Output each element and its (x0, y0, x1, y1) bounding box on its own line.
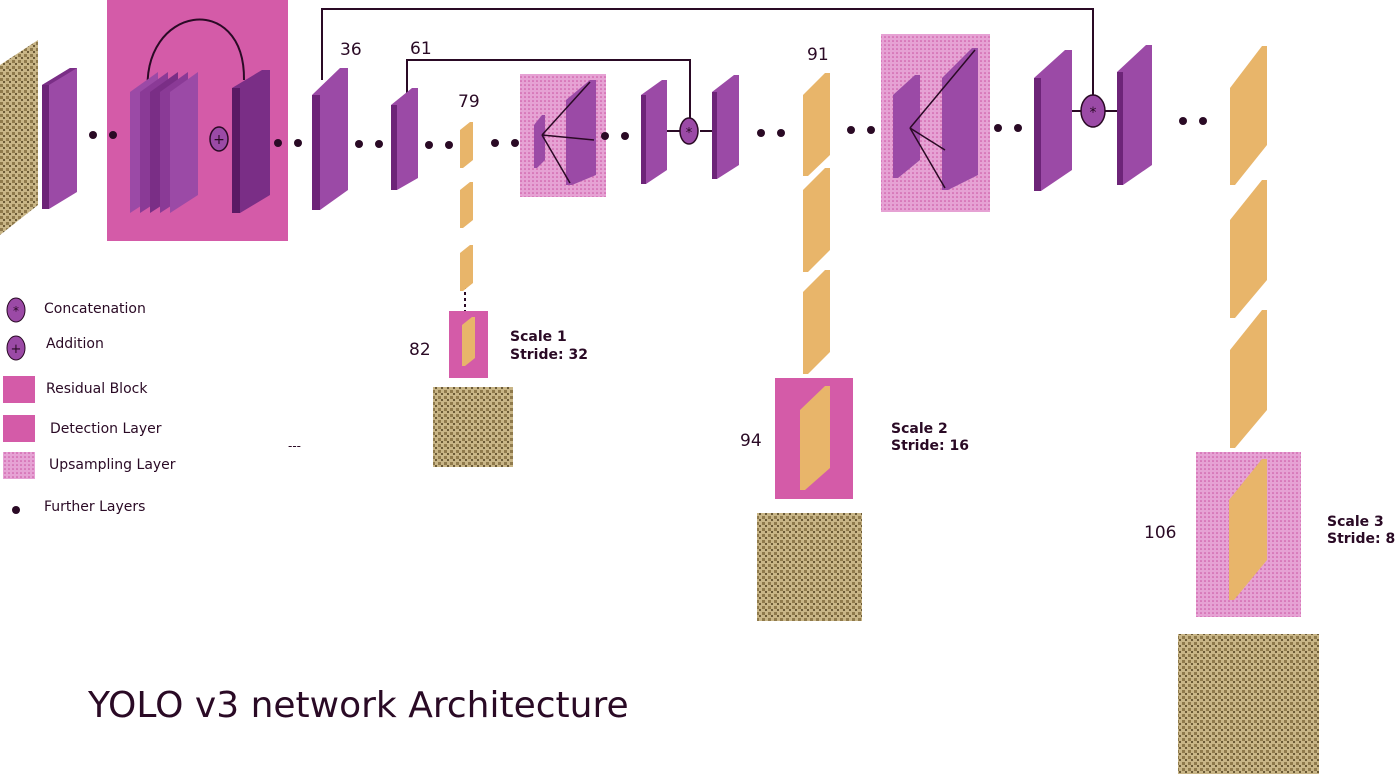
legend-residual-block: Residual Block (3, 376, 148, 403)
scale2-branch (757, 73, 862, 621)
conv-layer-upsampled-1 (641, 80, 667, 184)
legend-label-concatenation: Concatenation (44, 301, 146, 317)
concatenation-op-2: * (1080, 94, 1106, 128)
svg-text:*: * (686, 126, 693, 141)
output-image-scale2 (757, 513, 862, 621)
legend-further-layers: Further Layers (12, 499, 145, 515)
svg-text:*: * (1090, 105, 1097, 121)
conv-layer-36 (312, 68, 348, 210)
concatenation-icon (6, 297, 26, 323)
detection-layer-swatch (3, 415, 35, 442)
legend: * Concatenation + Addition Residual Bloc… (3, 297, 176, 515)
scale1-name: Scale 1 (510, 329, 567, 345)
scale1-stride: Stride: 32 (510, 347, 588, 363)
layer-number-82: 82 (409, 340, 431, 360)
svg-text:*: * (13, 304, 19, 318)
conv-layer-upsampled-2 (1034, 50, 1072, 191)
addition-op: + (209, 126, 229, 152)
upsampling-block-1 (520, 74, 606, 197)
legend-upsampling-layer: Upsampling Layer (3, 452, 176, 479)
skip-line-36 (321, 8, 1094, 95)
concatenation-op-1: * (679, 117, 699, 145)
residual-block-swatch (3, 376, 35, 403)
upsampling-block-2 (881, 34, 990, 212)
conv-layer-after-concat-1 (712, 75, 739, 179)
layer-number-94: 94 (740, 431, 762, 451)
legend-concatenation: * Concatenation (6, 297, 146, 323)
skip-line-61 (406, 59, 691, 120)
scale3-name: Scale 3 (1327, 514, 1384, 530)
layer-number-91: 91 (807, 45, 829, 65)
input-image (0, 40, 38, 235)
legend-label-upsampling: Upsampling Layer (49, 457, 176, 473)
layer-number-36: 36 (340, 40, 362, 60)
diagram-title: YOLO v3 network Architecture (87, 685, 629, 726)
layer-number-106: 106 (1144, 523, 1176, 543)
svg-text:+: + (213, 132, 225, 148)
layer-number-61: 61 (410, 39, 432, 59)
scale1-branch (433, 122, 513, 467)
legend-label-further: Further Layers (44, 499, 145, 515)
scale3-branch (1178, 46, 1319, 774)
further-layer-dots (89, 117, 1207, 149)
addition-icon (6, 335, 26, 361)
legend-label-detection: Detection Layer (50, 421, 162, 437)
layer-number-79: 79 (458, 92, 480, 112)
scale3-stride: Stride: 8 (1327, 531, 1395, 547)
legend-addition: + Addition (6, 335, 104, 361)
scale2-stride: Stride: 16 (891, 438, 969, 454)
further-layers-dot (12, 506, 20, 514)
upsampling-layer-swatch (3, 452, 35, 479)
conv-layers (42, 68, 77, 209)
conv-layer-after-concat-2 (1117, 45, 1152, 185)
output-image-scale3 (1178, 634, 1319, 774)
legend-detection-layer: Detection Layer (3, 415, 162, 442)
scale2-name: Scale 2 (891, 421, 948, 437)
conv-layer-1 (42, 68, 77, 209)
conv-layer-61 (391, 88, 418, 190)
legend-label-addition: Addition (46, 336, 104, 352)
legend-label-residual: Residual Block (46, 381, 148, 397)
svg-text:+: + (11, 342, 22, 357)
residual-block (107, 0, 288, 241)
dashes-mark: --- (288, 439, 301, 453)
output-image-scale1 (433, 387, 513, 467)
